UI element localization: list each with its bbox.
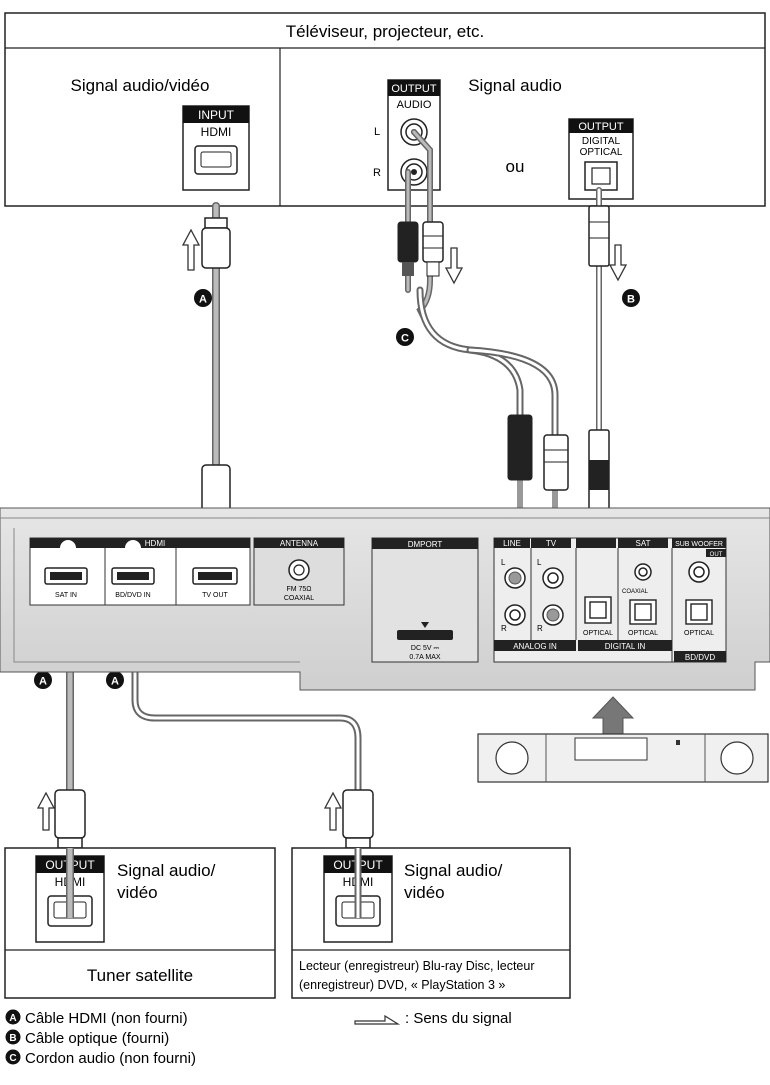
sat-device-name: Tuner satellite [87,966,193,985]
legend-signal: : Sens du signal [405,1010,512,1027]
panel-line-r: R [501,624,507,633]
rca-plugs-bottom [507,414,569,491]
legend-arrow-icon [354,1014,401,1025]
bd-dvd-in-port [111,567,155,585]
arrow-down-audio [444,247,464,285]
tv-out-port [192,567,238,585]
badge-a-bd [106,671,124,689]
panel-fm: FM 75Ω [286,586,311,593]
panel-tv: TV [546,539,557,548]
arrow-down-optical [608,244,628,282]
optical-jacks [584,596,713,625]
panel-coaxial: COAXIAL [284,595,314,602]
antenna-jack [288,559,310,581]
dmport-connector [397,630,453,640]
legend-c: Cordon audio (non fourni) [25,1050,196,1067]
badge-a-sat [34,671,52,689]
optical-plugs [588,205,610,511]
arrow-up-sat [36,791,56,831]
badges: A B C A A [34,289,640,689]
tv-hdmi-input: INPUT HDMI [182,105,250,191]
bd-signal-line1: Signal audio/ [404,861,503,880]
panel-line-l: L [501,558,506,567]
bd-device-name-line2: (enregistreur) DVD, « PlayStation 3 » [299,978,505,992]
legend-b: Câble optique (fourni) [25,1030,169,1047]
panel-sat-optical: OPTICAL [628,630,658,637]
bd-signal-line2: vidéo [404,883,445,902]
sat-signal-line2: vidéo [117,883,158,902]
panel-tv-l: L [537,558,542,567]
badge-b-tv [622,289,640,307]
hdmi-plug-tv-top [201,217,231,269]
legend-a: Câble HDMI (non fourni) [25,1010,188,1027]
sat-signal-line1: Signal audio/ [117,861,216,880]
tv-input-hdmi: HDMI [201,125,232,139]
panel-bd-dvd-in: BD/DVD IN [115,592,150,599]
rca-plugs-top [397,221,444,277]
panel-hdmi-label: HDMI [145,539,165,548]
panel-tv-r: R [537,624,543,633]
sat-in-port [44,567,88,585]
tv-l-label: L [374,126,380,138]
svg-text:A: A [9,1013,16,1024]
panel-tv-optical: OPTICAL [583,630,613,637]
panel-analog-in: ANALOG IN [513,642,557,651]
tv-or-label: ou [506,157,525,176]
tv-input-label: INPUT [198,108,235,122]
sat-tuner-box: OUTPUT HDMI Signal audio/ vidéo Tuner sa… [4,847,276,999]
tv-audio-signal: Signal audio [468,76,562,95]
badge-a-tv [194,289,212,307]
tv-digital-label: DIGITAL [582,136,621,147]
tv-box: Téléviseur, projecteur, etc. Signal audi… [4,12,766,207]
panel-sat-in: SAT IN [55,592,77,599]
legend: A Câble HDMI (non fourni) B Câble optiqu… [5,1009,512,1067]
svg-text:A: A [39,676,47,688]
signal-arrows [36,228,628,831]
tv-optical-port [584,161,618,191]
svg-text:C: C [9,1053,16,1064]
panel-line: LINE [503,539,521,548]
tv-optical-output-label: OUTPUT [578,121,624,133]
panel-bd-optical: OPTICAL [684,630,714,637]
tv-audio-label: AUDIO [397,99,432,111]
svg-text:B: B [627,294,635,306]
panel-sat-coaxial: COAXIAL [622,589,649,595]
tv-output-label: OUTPUT [391,83,437,95]
arrow-up-tv-hdmi [181,228,201,271]
panel-bd-dvd: BD/DVD [685,653,715,662]
tv-r-label: R [373,167,381,179]
panel-amp: 0.7A MAX [409,654,440,661]
svg-text:A: A [199,294,207,306]
panel-subwoofer: SUB WOOFER [675,541,723,548]
svg-text:A: A [111,676,119,688]
panel-dmport: DMPORT [408,540,443,549]
bd-player-box: OUTPUT HDMI Signal audio/ vidéo Lecteur … [291,847,571,999]
bd-device-name-line1: Lecteur (enregistreur) Blu-ray Disc, lec… [299,959,535,973]
panel-sat: SAT [636,539,651,548]
panel-tv-out: TV OUT [202,592,228,599]
svg-text:B: B [9,1033,16,1044]
soundbar-thumbnail [477,696,769,783]
arrow-up-bd [323,791,343,831]
rear-panel: HDMI SAT IN BD/DVD IN TV OUT ANTENNA FM … [0,507,770,691]
panel-out: OUT [710,552,723,558]
tv-optical-output: OUTPUT DIGITAL OPTICAL [568,118,634,200]
badge-c-tv [396,328,414,346]
svg-text:C: C [401,333,409,345]
panel-digital-in: DIGITAL IN [605,642,646,651]
tv-optical-label: OPTICAL [580,147,623,158]
panel-dc: DC 5V ⎓ [411,645,440,652]
panel-antenna: ANTENNA [280,539,319,548]
tv-title: Téléviseur, projecteur, etc. [286,22,484,41]
tv-av-signal: Signal audio/vidéo [71,76,210,95]
